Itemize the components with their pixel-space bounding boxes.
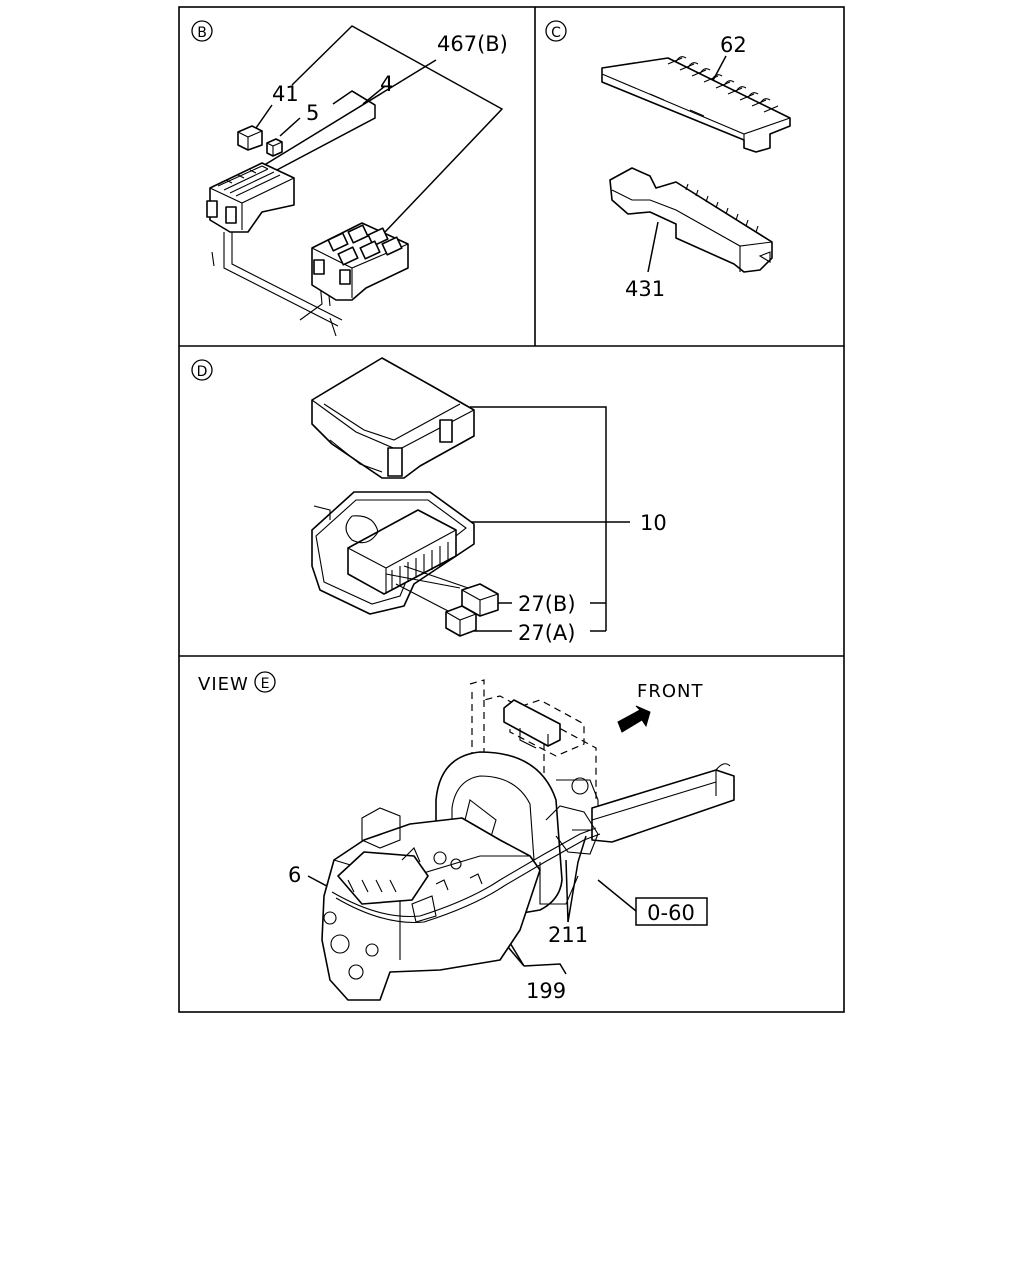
harness-e bbox=[331, 805, 601, 924]
view-prefix-e: VIEW bbox=[198, 674, 249, 695]
callout-4: 4 bbox=[380, 72, 393, 96]
fuse-box-cover bbox=[311, 357, 475, 479]
panel-b: B 467(B) 41 4 5 bbox=[191, 20, 508, 337]
frame-rail bbox=[591, 763, 735, 843]
fuse-5 bbox=[266, 138, 283, 157]
panel-b-leaders bbox=[239, 25, 504, 233]
reference-box-text: 0-60 bbox=[647, 901, 695, 925]
callout-431: 431 bbox=[625, 277, 665, 301]
diagram-frames bbox=[178, 6, 845, 1013]
callout-27b: 27(B) bbox=[518, 592, 576, 616]
callout-211: 211 bbox=[548, 923, 588, 947]
relay-27a bbox=[445, 605, 477, 637]
leader-431 bbox=[647, 221, 659, 273]
view-marker-b bbox=[191, 20, 213, 42]
view-letter-c: C bbox=[551, 25, 561, 41]
callout-10: 10 bbox=[640, 511, 667, 535]
view-marker-c bbox=[545, 20, 567, 42]
callout-6: 6 bbox=[288, 863, 301, 887]
view-letter-e: E bbox=[261, 676, 270, 692]
transmission bbox=[321, 807, 541, 1001]
relay-box-right bbox=[311, 222, 409, 301]
view-letter-d: D bbox=[197, 364, 208, 380]
front-label: FRONT bbox=[637, 681, 704, 702]
connector-431 bbox=[609, 167, 773, 273]
panel-e: VIEW E FRONT 6 211 199 0-60 bbox=[198, 671, 735, 1003]
callout-467b: 467(B) bbox=[437, 32, 508, 56]
view-letter-b: B bbox=[197, 25, 207, 41]
view-marker-d bbox=[191, 359, 213, 381]
view-marker-e bbox=[254, 671, 276, 693]
callout-41: 41 bbox=[272, 82, 299, 106]
front-arrow-icon bbox=[617, 705, 651, 733]
relay-41 bbox=[237, 125, 263, 151]
panel-d-leaders bbox=[456, 406, 630, 632]
reference-box bbox=[635, 897, 708, 926]
outer-frame bbox=[178, 6, 845, 1013]
callout-27a: 27(A) bbox=[518, 621, 575, 645]
panel-c: C 62 431 bbox=[545, 20, 791, 301]
callout-5: 5 bbox=[306, 101, 319, 125]
connector-62 bbox=[601, 56, 791, 153]
callout-199: 199 bbox=[526, 979, 566, 1003]
callout-62: 62 bbox=[720, 33, 747, 57]
fuse-box-base bbox=[311, 491, 475, 615]
panel-d: D 10 27(B) 27(A) bbox=[191, 357, 667, 645]
fuse-box-left bbox=[206, 162, 295, 233]
